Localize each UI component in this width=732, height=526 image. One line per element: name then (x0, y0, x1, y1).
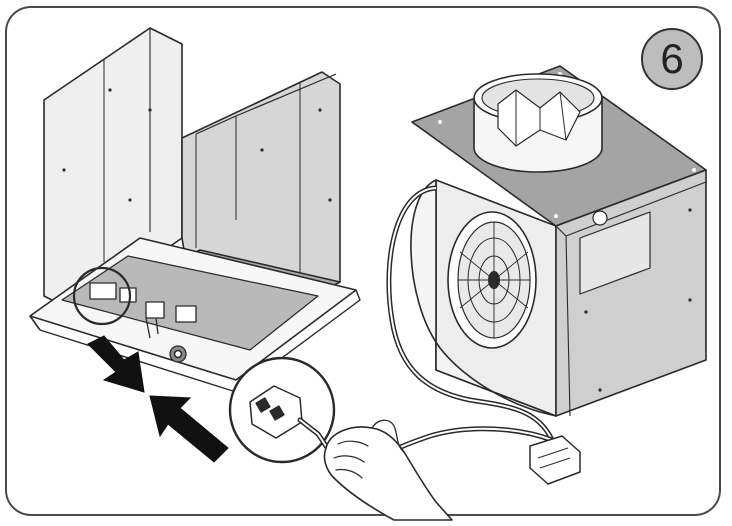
push-arrows (87, 335, 229, 463)
panel-border (5, 6, 721, 516)
damper-flaps (497, 89, 581, 147)
arrow-left-out (87, 335, 145, 393)
step-number-badge: 6 (641, 28, 703, 90)
hand-with-plug (228, 356, 453, 521)
plug-detail (249, 385, 333, 455)
hood-connector-block (89, 282, 197, 339)
arrow-right-in (149, 395, 229, 463)
scroll-housing (410, 179, 557, 417)
hand (323, 426, 453, 521)
detail-ring-hood (72, 266, 132, 326)
blower-motor (360, 65, 707, 485)
fan-guard (447, 211, 537, 349)
duct-collar (473, 73, 603, 173)
rating-label (579, 211, 651, 295)
motor-body-side (555, 169, 707, 417)
hood-housing (29, 27, 361, 393)
motor-connector-plug (529, 435, 581, 485)
